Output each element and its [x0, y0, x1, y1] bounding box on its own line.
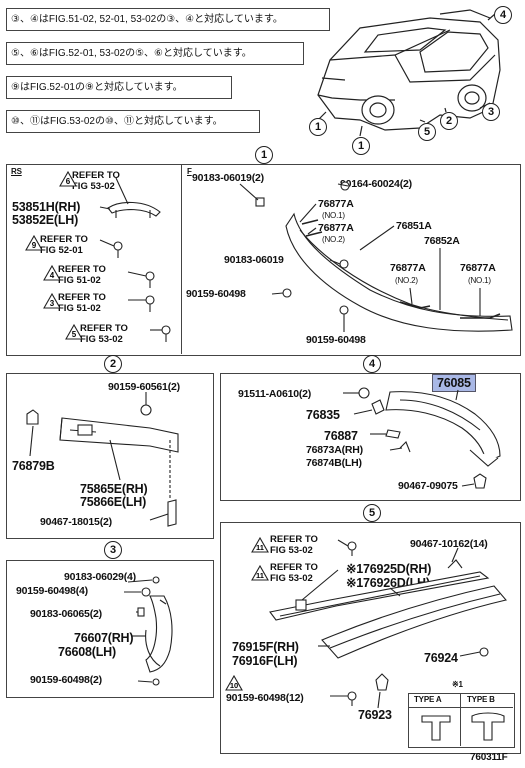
part-90183-06065: 90183-06065(2) — [30, 608, 102, 620]
type-box-header-line — [408, 707, 513, 708]
section1-divider — [181, 164, 182, 354]
part-53851H: 53851H(RH) — [12, 200, 81, 214]
part-76923: 76923 — [358, 708, 392, 722]
part-76877A-no2-note: (NO.2) — [322, 235, 345, 244]
section3-callout: 3 — [104, 541, 122, 559]
part-76085-highlight[interactable]: 76085 — [432, 374, 476, 392]
type-a-label: TYPE A — [414, 695, 442, 704]
s5-ref-2: REFER TO FIG 53-02 — [270, 562, 318, 584]
s5-mark-11b: 11 — [256, 571, 264, 580]
part-76877A-no2-b-note: (NO.2) — [395, 276, 418, 285]
part-90183-06019: 90183-06019 — [224, 254, 284, 266]
section5-callout: 5 — [363, 504, 381, 522]
part-76877A-no2-b: 76877A — [390, 262, 426, 274]
part-76916F: 76916F(LH) — [232, 654, 298, 668]
part-90159-60498-12: 90159-60498(12) — [226, 692, 304, 704]
part-76877A-no1-b: 76877A — [460, 262, 496, 274]
part-76835: 76835 — [306, 408, 340, 422]
rs-label: RS — [11, 167, 22, 176]
rs-mark-9: 9 — [32, 241, 37, 250]
part-90467-18015: 90467-18015(2) — [40, 516, 112, 528]
section3-panel — [6, 560, 214, 698]
part-90164-60024: 90164-60024(2) — [340, 178, 412, 190]
rs-mark-4: 4 — [50, 271, 55, 280]
rs-mark-6: 6 — [66, 177, 71, 186]
figure-code: 760311F — [470, 752, 508, 763]
part-90183-06019-2: 90183-06019(2) — [192, 172, 264, 184]
part-76873A: 76873A(RH) — [306, 444, 363, 456]
part-76851A: 76851A — [396, 220, 432, 232]
part-90183-06029: 90183-06029(4) — [64, 571, 136, 583]
section4-callout: 4 — [363, 355, 381, 373]
note-4: ⑩、⑪はFIG.53-02の⑩、⑪と対応しています。 — [6, 110, 260, 133]
note-1: ③、④はFIG.51-02, 52-01, 53-02の③、④と対応しています。 — [6, 8, 330, 31]
part-53852E: 53852E(LH) — [12, 213, 79, 227]
part-90467-10162: 90467-10162(14) — [410, 538, 488, 550]
part-91511-A0610: 91511-A0610(2) — [238, 388, 312, 400]
s5-mark-10: 10 — [230, 681, 238, 690]
part-76852A: 76852A — [424, 235, 460, 247]
note-2: ⑤、⑥はFIG.52-01, 53-02の⑤、⑥と対応しています。 — [6, 42, 304, 65]
part-90159-60498-4: 90159-60498(4) — [16, 585, 88, 597]
part-90467-09075: 90467-09075 — [398, 480, 458, 492]
car-callout-2: 2 — [440, 112, 458, 130]
section2-panel — [6, 373, 214, 539]
part-76877A-no1: 76877A — [318, 198, 354, 210]
section1-callout: 1 — [255, 146, 273, 164]
car-callout-4: 4 — [494, 6, 512, 24]
rs-mark-5: 5 — [72, 330, 77, 339]
part-90159-60498-2: 90159-60498(2) — [30, 674, 102, 686]
part-76874B: 76874B(LH) — [306, 457, 362, 469]
part-75866E: 75866E(LH) — [80, 495, 147, 509]
part-75865E: 75865E(RH) — [80, 482, 148, 496]
car-callout-5: 5 — [418, 123, 436, 141]
part-76887: 76887 — [324, 429, 358, 443]
f-label: F — [187, 167, 192, 176]
part-90159-60561: 90159-60561(2) — [108, 381, 180, 393]
car-callout-1b: 1 — [352, 137, 370, 155]
type-b-label: TYPE B — [467, 695, 495, 704]
rs-ref-5: REFER TO FIG 53-02 — [80, 323, 128, 345]
part-76915F: 76915F(RH) — [232, 640, 299, 654]
rs-mark-3: 3 — [50, 299, 55, 308]
section4-panel — [220, 373, 521, 501]
s5-mark-11a: 11 — [256, 543, 264, 552]
types-mark: ※1 — [452, 680, 463, 689]
part-90159-60498-b: 90159-60498 — [306, 334, 366, 346]
note-3: ⑨はFIG.52-01の⑨と対応しています。 — [6, 76, 232, 99]
s5-ref-1: REFER TO FIG 53-02 — [270, 534, 318, 556]
rs-ref-3: REFER TO FIG 51-02 — [58, 264, 106, 286]
part-76608: 76608(LH) — [58, 645, 116, 659]
car-callout-1a: 1 — [309, 118, 327, 136]
part-76925D: ※176925D(RH) — [346, 562, 432, 576]
rs-ref-4: REFER TO FIG 51-02 — [58, 292, 106, 314]
part-76877A-no1-b-note: (NO.1) — [468, 276, 491, 285]
part-76924: 76924 — [424, 651, 458, 665]
rs-ref-2: REFER TO FIG 52-01 — [40, 234, 88, 256]
section2-callout: 2 — [104, 355, 122, 373]
part-90159-60498-a: 90159-60498 — [186, 288, 246, 300]
part-76877A-no2: 76877A — [318, 222, 354, 234]
rs-ref-1: REFER TO FIG 53-02 — [72, 170, 120, 192]
part-76879B: 76879B — [12, 459, 55, 473]
car-callout-3: 3 — [482, 103, 500, 121]
part-76607: 76607(RH) — [74, 631, 134, 645]
part-76877A-no1-note: (NO.1) — [322, 211, 345, 220]
type-box-divider — [460, 693, 461, 746]
